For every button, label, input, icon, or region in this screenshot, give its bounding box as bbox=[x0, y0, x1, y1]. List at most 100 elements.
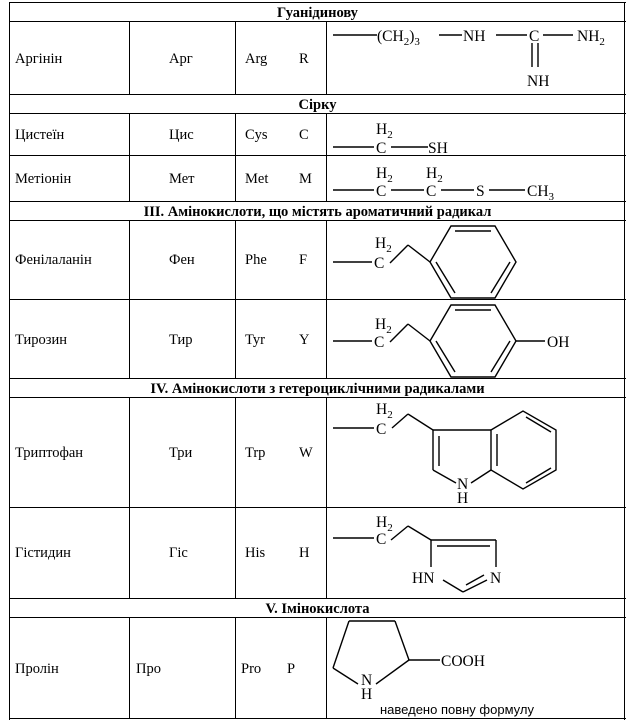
svg-text:OH: OH bbox=[547, 334, 569, 351]
amino-acid-name: Гістидин bbox=[15, 545, 71, 561]
rule bbox=[235, 617, 236, 718]
svg-text:C: C bbox=[529, 28, 539, 45]
ua-abbreviation: Про bbox=[136, 661, 161, 677]
rule bbox=[9, 397, 626, 398]
en-abbreviation: Tyr bbox=[245, 332, 265, 348]
one-letter-code: F bbox=[299, 252, 308, 268]
amino-acid-name: Пролін bbox=[15, 661, 59, 677]
svg-text:H2: H2 bbox=[376, 514, 393, 534]
rule bbox=[9, 378, 626, 379]
arginine-formula: (CH2)3 NH C NH2 NH bbox=[333, 28, 605, 90]
rule bbox=[129, 21, 130, 94]
rule bbox=[9, 94, 626, 95]
svg-text:HN: HN bbox=[412, 570, 434, 587]
svg-text:C: C bbox=[376, 140, 386, 157]
svg-text:N: N bbox=[457, 476, 468, 493]
rule bbox=[129, 397, 130, 598]
rule bbox=[235, 220, 236, 378]
rule bbox=[129, 220, 130, 378]
ua-abbreviation: Три bbox=[169, 445, 193, 461]
svg-text:H2: H2 bbox=[375, 235, 392, 255]
svg-text:NH2: NH2 bbox=[577, 28, 605, 48]
rule bbox=[9, 220, 626, 221]
section-header-heterocyclic: IV. Амінокислоти з гетероциклічними ради… bbox=[150, 381, 485, 397]
amino-acid-table: Гуанідинову Сірку ІІІ. Амінокислоти, що … bbox=[9, 2, 626, 720]
en-abbreviation: Trp bbox=[245, 445, 266, 461]
svg-text:SH: SH bbox=[428, 140, 448, 157]
rule bbox=[235, 21, 236, 94]
formula-note: наведено повну формулу bbox=[380, 702, 534, 717]
rule bbox=[9, 21, 626, 22]
svg-text:C: C bbox=[374, 334, 384, 351]
ua-abbreviation: Цис bbox=[169, 127, 194, 143]
ua-abbreviation: Фен bbox=[169, 252, 195, 268]
cysteine-formula: H2 C SH bbox=[333, 121, 448, 157]
rule bbox=[9, 299, 626, 300]
en-abbreviation: Phe bbox=[245, 252, 267, 268]
one-letter-code: H bbox=[299, 545, 310, 561]
rule bbox=[9, 201, 626, 202]
en-abbreviation: Cys bbox=[245, 127, 268, 143]
rule bbox=[326, 21, 327, 94]
tyrosine-formula: H2 C OH bbox=[333, 304, 569, 378]
svg-text:C: C bbox=[376, 183, 386, 200]
rule bbox=[326, 617, 327, 718]
ua-abbreviation: Тир bbox=[169, 332, 193, 348]
svg-text:C: C bbox=[374, 255, 384, 272]
rule bbox=[9, 598, 626, 599]
amino-acid-name: Фенілаланін bbox=[15, 252, 92, 268]
svg-text:NH: NH bbox=[527, 73, 549, 90]
rule bbox=[9, 2, 10, 720]
rule bbox=[9, 507, 626, 508]
svg-text:H2: H2 bbox=[376, 121, 393, 141]
svg-text:H: H bbox=[361, 686, 372, 703]
one-letter-code: M bbox=[299, 171, 312, 187]
ua-abbreviation: Мет bbox=[169, 171, 195, 187]
amino-acid-name: Цистеїн bbox=[15, 127, 65, 143]
one-letter-code: W bbox=[299, 445, 313, 461]
svg-text:H2: H2 bbox=[376, 165, 393, 185]
svg-text:N: N bbox=[490, 570, 501, 587]
svg-text:H: H bbox=[457, 490, 468, 507]
svg-text:CH3: CH3 bbox=[527, 183, 555, 203]
rule bbox=[9, 2, 626, 3]
section-header-imino: V. Імінокислота bbox=[265, 601, 370, 617]
section-header-guanidino: Гуанідинову bbox=[277, 5, 358, 21]
methionine-formula: H2 H2 C C S CH3 bbox=[333, 165, 555, 203]
rule bbox=[9, 155, 626, 156]
svg-text:N: N bbox=[361, 672, 372, 689]
svg-text:H2: H2 bbox=[376, 401, 393, 421]
rule bbox=[235, 113, 236, 201]
section-header-sulfur: Сірку bbox=[298, 97, 337, 113]
amino-acid-name: Метіонін bbox=[15, 171, 72, 187]
rule bbox=[326, 397, 327, 598]
svg-text:H2: H2 bbox=[426, 165, 443, 185]
svg-text:NH: NH bbox=[463, 28, 485, 45]
en-abbreviation: Arg bbox=[245, 51, 268, 67]
svg-text:COOH: COOH bbox=[441, 653, 485, 670]
svg-text:C: C bbox=[376, 531, 386, 548]
tryptophan-formula: H2 C N H bbox=[333, 401, 557, 507]
one-letter-code: R bbox=[299, 51, 309, 67]
rule bbox=[9, 113, 626, 114]
rule bbox=[9, 718, 626, 719]
rule bbox=[326, 220, 327, 378]
svg-text:C: C bbox=[376, 421, 386, 438]
one-letter-code: C bbox=[299, 127, 309, 143]
svg-text:S: S bbox=[476, 183, 485, 200]
svg-text:C: C bbox=[426, 183, 436, 200]
en-abbreviation: Pro bbox=[241, 661, 262, 677]
rule bbox=[624, 2, 625, 720]
rule bbox=[326, 113, 327, 201]
svg-text:(CH2)3: (CH2)3 bbox=[377, 28, 420, 48]
amino-acid-name: Тирозин bbox=[15, 332, 68, 348]
svg-text:H2: H2 bbox=[375, 316, 392, 336]
rule bbox=[129, 113, 130, 201]
one-letter-code: Y bbox=[299, 332, 310, 348]
rule bbox=[9, 617, 626, 618]
amino-acid-name: Аргінін bbox=[15, 51, 63, 67]
phenylalanine-formula: H2 C bbox=[333, 225, 517, 299]
rule bbox=[235, 397, 236, 598]
en-abbreviation: Met bbox=[245, 171, 269, 187]
